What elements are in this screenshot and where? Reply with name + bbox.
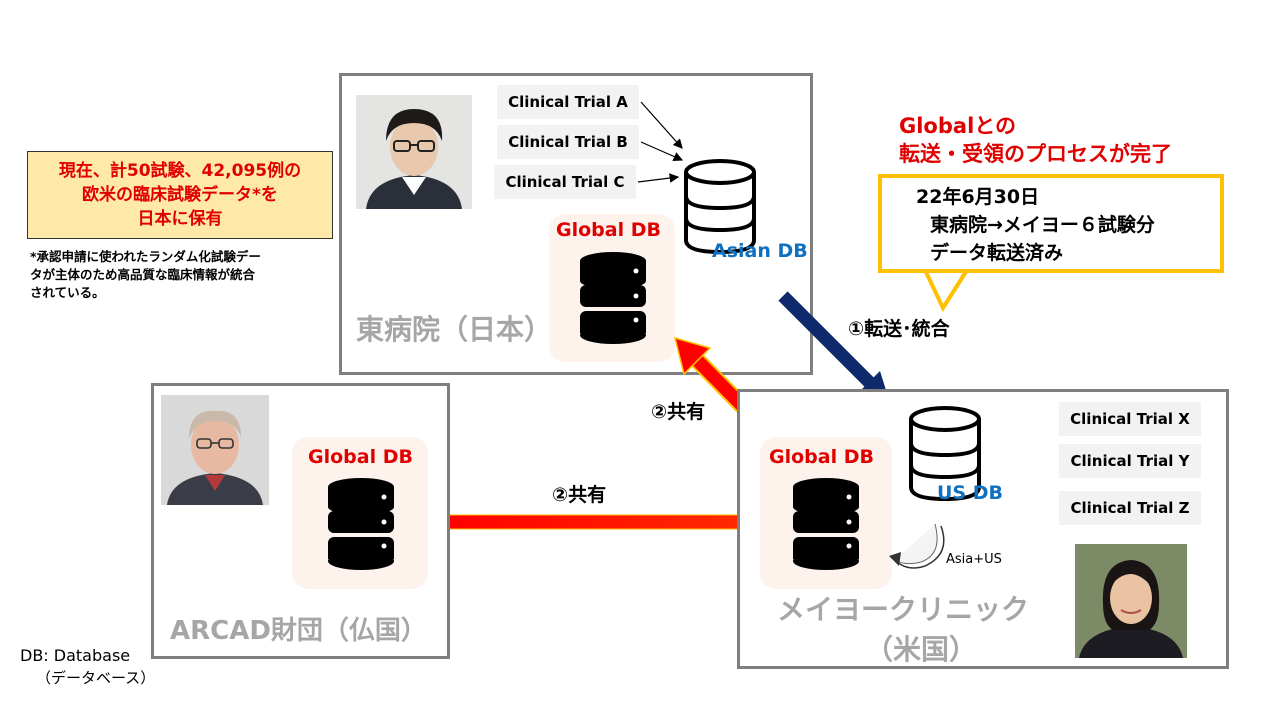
database-outline-icon (909, 406, 981, 502)
clinical-trial-b: Clinical Trial B (497, 125, 639, 159)
headline-line: 転送・受領のプロセスが完了 (899, 142, 1172, 166)
footnote: *承認申請に使われたランダム化試験デー タが主体のため高品質な臨床情報が統合 さ… (30, 248, 261, 302)
doctor-photo-mayo (1075, 544, 1187, 658)
footnote-line: *承認申請に使われたランダム化試験デー (30, 249, 261, 264)
global-db-label-east: Global DB (556, 219, 661, 241)
database-solid-icon (328, 478, 394, 570)
merge-label: Asia+US (946, 552, 1002, 567)
footnote-line: タが主体のため高品質な臨床情報が統合 (30, 267, 256, 282)
footnote-line: されている。 (30, 285, 105, 300)
doctor-photo-arcad (161, 395, 269, 505)
global-db-label-mayo: Global DB (769, 446, 874, 468)
site-name-arcad: ARCAD財団（仏国） (170, 616, 427, 646)
summary-line: 欧米の臨床試験データ*を (82, 185, 278, 205)
summary-box: 現在、計50試験、42,095例の 欧米の臨床試験データ*を 日本に保有 (27, 151, 333, 239)
callout-line: 東病院→メイヨー６試験分 (930, 214, 1155, 236)
clinical-trial-z: Clinical Trial Z (1059, 491, 1201, 525)
summary-line: 現在、計50試験、42,095例の (58, 161, 302, 181)
share-label-lower: ②共有 (552, 484, 607, 506)
status-headline: Globalとの 転送・受領のプロセスが完了 (899, 112, 1172, 168)
status-callout: 22年6月30日 東病院→メイヨー６試験分 データ転送済み (878, 174, 1224, 273)
us-db-label: US DB (937, 482, 1003, 504)
clinical-trial-y: Clinical Trial Y (1059, 444, 1201, 478)
doctor-photo-east (356, 95, 472, 209)
clinical-trial-x: Clinical Trial X (1059, 402, 1201, 436)
site-name-east: 東病院（日本） (356, 313, 553, 346)
clinical-trial-c: Clinical Trial C (494, 165, 636, 199)
site-name-mayo: メイヨークリニック （米国） (777, 590, 1029, 670)
callout-date: 22年6月30日 (916, 186, 1040, 208)
global-db-label-arcad: Global DB (308, 446, 413, 468)
database-solid-icon (793, 478, 859, 570)
db-legend: DB: Database （データベース） (20, 645, 155, 689)
transfer-label: ①転送･統合 (848, 318, 950, 340)
callout-tail (923, 268, 969, 313)
site-name-mayo-line1: メイヨークリニック (777, 593, 1030, 626)
headline-line: Globalとの (899, 114, 1017, 138)
asian-db-label: Asian DB (712, 240, 808, 262)
site-name-mayo-line2: （米国） (865, 633, 978, 666)
share-label-upper: ②共有 (651, 401, 706, 423)
database-solid-icon (580, 252, 646, 344)
legend-line: （データベース） (36, 669, 156, 687)
merge-curved-arrow (889, 523, 945, 569)
callout-line: データ転送済み (930, 242, 1064, 264)
clinical-trial-a: Clinical Trial A (497, 85, 639, 119)
database-outline-icon (684, 159, 756, 255)
summary-line: 日本に保有 (137, 209, 223, 229)
legend-line: DB: Database (20, 646, 131, 665)
share-arrow-horizontal (422, 504, 751, 540)
